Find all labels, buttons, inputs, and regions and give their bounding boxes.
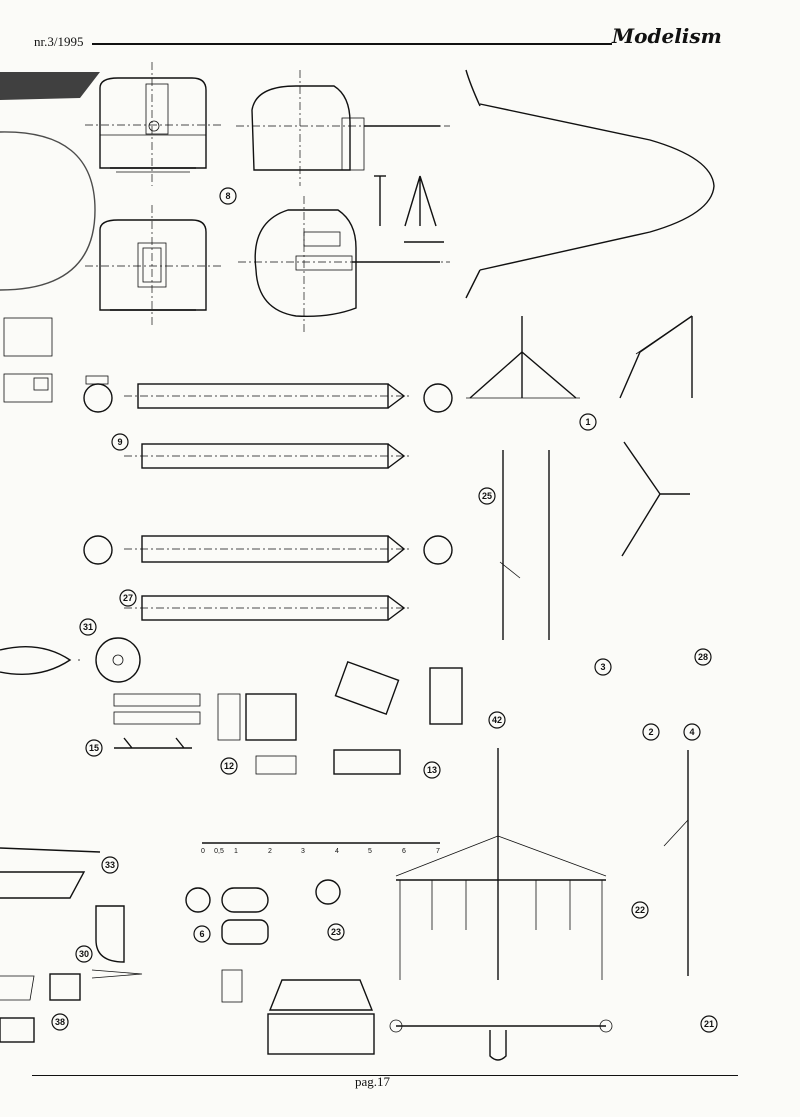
issue-number: nr.3/1995 bbox=[34, 34, 84, 49]
svg-text:25: 25 bbox=[482, 491, 492, 501]
part-label-23: 23 bbox=[327, 923, 345, 941]
svg-text:4: 4 bbox=[689, 727, 694, 737]
svg-text:27: 27 bbox=[123, 593, 133, 603]
turret-part-8 bbox=[85, 62, 450, 334]
svg-text:0,5: 0,5 bbox=[214, 848, 224, 855]
part-label-8: 8 bbox=[219, 187, 237, 205]
svg-text:3: 3 bbox=[600, 662, 605, 672]
svg-text:6: 6 bbox=[199, 929, 204, 939]
svg-text:22: 22 bbox=[635, 905, 645, 915]
part-label-27: 27 bbox=[119, 589, 137, 607]
svg-text:13: 13 bbox=[427, 765, 437, 775]
torpedo-tubes-9-27 bbox=[83, 375, 453, 621]
svg-text:8: 8 bbox=[225, 191, 230, 201]
svg-text:21: 21 bbox=[704, 1019, 714, 1029]
part-label-33: 33 bbox=[101, 856, 119, 874]
magazine-title: Modelism bbox=[612, 24, 722, 48]
svg-text:23: 23 bbox=[331, 927, 341, 937]
page-number: pag.17 bbox=[355, 1074, 391, 1089]
part-label-13: 13 bbox=[423, 761, 441, 779]
svg-text:1: 1 bbox=[234, 848, 238, 855]
svg-text:2: 2 bbox=[648, 727, 653, 737]
hull-fragment-left bbox=[0, 72, 100, 403]
part-label-21: 21 bbox=[700, 1015, 718, 1033]
part-label-9: 9 bbox=[111, 433, 129, 451]
part-labels: 8 9 27 25 1 31 15 12 13 3 28 2 4 42 33 2… bbox=[51, 187, 718, 1033]
part-label-3: 3 bbox=[594, 658, 612, 676]
part-label-42: 42 bbox=[488, 711, 506, 729]
part-label-28: 28 bbox=[694, 648, 712, 666]
part-label-38: 38 bbox=[51, 1013, 69, 1031]
part-label-12: 12 bbox=[220, 757, 238, 775]
part-label-2: 2 bbox=[642, 723, 660, 741]
svg-text:9: 9 bbox=[117, 437, 122, 447]
part-label-1: 1 bbox=[579, 413, 597, 431]
part-label-4: 4 bbox=[683, 723, 701, 741]
lower-fittings bbox=[0, 847, 375, 1055]
svg-text:42: 42 bbox=[492, 715, 502, 725]
header-rule bbox=[92, 43, 612, 45]
footer-rule bbox=[32, 1075, 738, 1076]
svg-text:12: 12 bbox=[224, 761, 234, 771]
part-label-15: 15 bbox=[85, 739, 103, 757]
svg-text:0: 0 bbox=[201, 848, 205, 855]
svg-text:7: 7 bbox=[436, 848, 440, 855]
svg-text:15: 15 bbox=[89, 743, 99, 753]
part-label-22: 22 bbox=[631, 901, 649, 919]
main-mast-part-22 bbox=[389, 748, 689, 1061]
svg-text:5: 5 bbox=[368, 848, 372, 855]
svg-text:1: 1 bbox=[585, 417, 590, 427]
svg-text:30: 30 bbox=[79, 949, 89, 959]
svg-text:4: 4 bbox=[335, 848, 339, 855]
svg-text:31: 31 bbox=[83, 622, 93, 632]
svg-text:2: 2 bbox=[268, 848, 272, 855]
part-label-31: 31 bbox=[79, 618, 97, 636]
part-label-30: 30 bbox=[75, 945, 93, 963]
part-label-6: 6 bbox=[193, 925, 211, 943]
svg-text:6: 6 bbox=[402, 848, 406, 855]
svg-text:38: 38 bbox=[55, 1017, 65, 1027]
bow-railing bbox=[465, 69, 715, 299]
svg-text:33: 33 bbox=[105, 860, 115, 870]
part-label-25: 25 bbox=[478, 487, 496, 505]
svg-text:3: 3 bbox=[301, 848, 305, 855]
scale-bar: 0 0,5 1 2 3 4 5 6 7 bbox=[201, 842, 440, 855]
derrick-part-1 bbox=[466, 315, 693, 640]
svg-text:28: 28 bbox=[698, 652, 708, 662]
small-parts-group bbox=[0, 637, 463, 775]
